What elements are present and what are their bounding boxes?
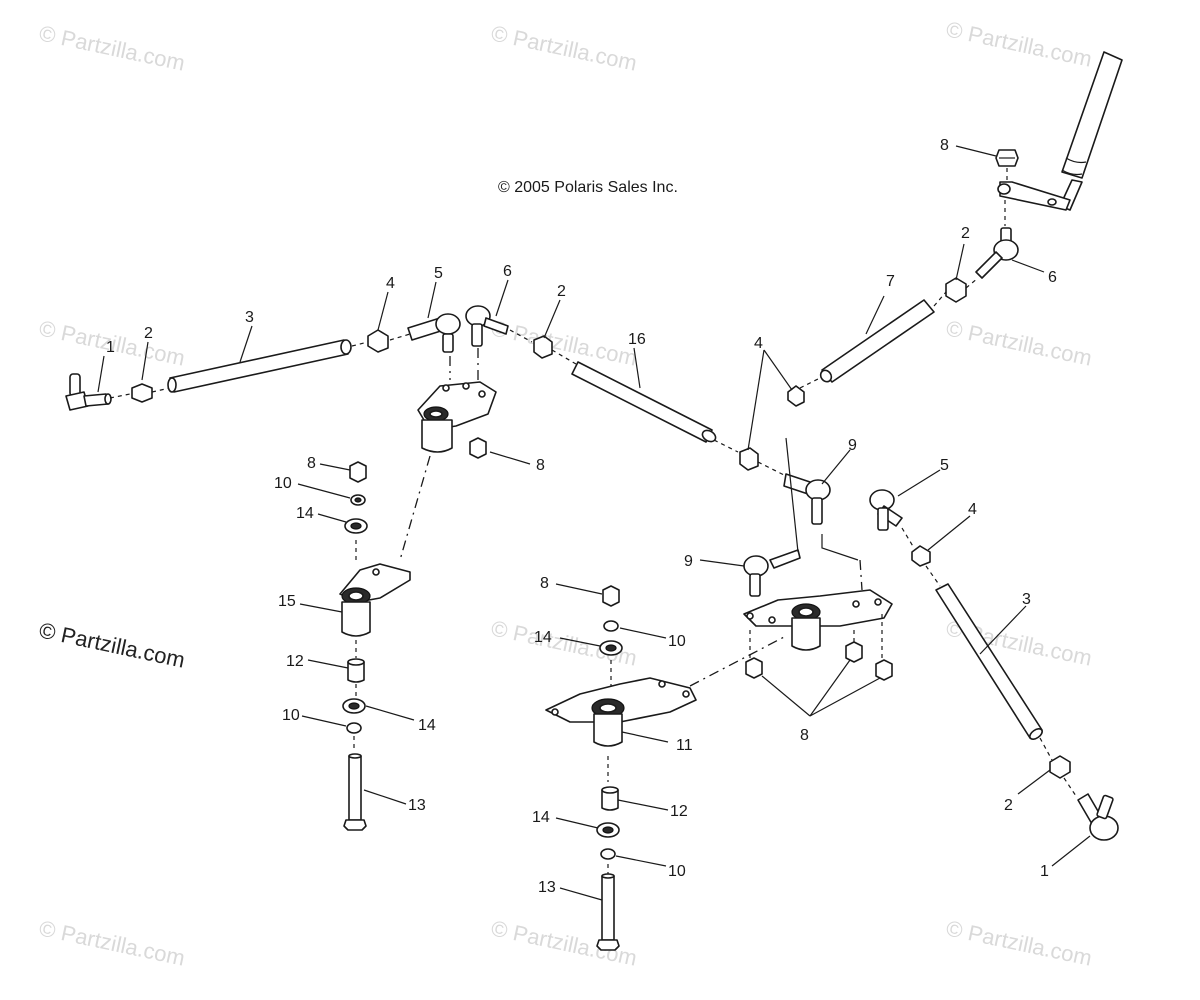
bolt [596,873,620,951]
callout-12: 12 [670,803,688,820]
callout-labels: 1 2 3 4 5 6 2 16 4 7 2 6 8 8 8 10 14 15 … [106,137,1057,896]
bushing-washer [596,822,620,838]
callout-6: 6 [503,263,512,280]
callout-3: 3 [245,309,254,326]
jam-nut [739,447,759,471]
callout-1: 1 [106,339,115,356]
callout-2: 2 [557,283,566,300]
spacer-tube [601,786,619,811]
lock-nut [845,641,863,663]
callout-15: 15 [278,593,296,610]
callout-14: 14 [418,717,436,734]
callout-1: 1 [1040,863,1049,880]
washer [600,848,616,860]
tie-rod-7 [819,299,935,383]
idler-arm-11 [545,677,697,747]
lock-nut [602,585,620,607]
callout-13: 13 [538,879,556,896]
bushing-washer [344,518,368,534]
callout-8: 8 [940,137,949,154]
callout-14: 14 [296,505,314,522]
callout-7: 7 [886,273,895,290]
watermark: © Partzilla.com [944,915,1094,970]
tie-rod-end-5-right [869,489,903,531]
callout-3: 3 [1022,591,1031,608]
jam-nut [1049,755,1071,779]
watermark: © Partzilla.com [944,16,1094,71]
callout-2: 2 [144,325,153,342]
callout-4: 4 [968,501,977,518]
watermark: © Partzilla.com [37,915,187,970]
washer [346,722,362,734]
jam-nut [533,335,553,359]
callout-8: 8 [800,727,809,744]
watermark: © Partzilla.com [489,315,639,370]
callout-16: 16 [628,331,646,348]
watermark: © Partzilla.com [489,20,639,75]
watermarks: © Partzilla.com © Partzilla.com © Partzi… [37,16,1094,970]
tie-rod-end-right [1077,793,1119,841]
jam-nut [787,385,805,407]
leader-lines [97,145,1091,901]
lock-nut [349,461,367,483]
pivot-arm-right [743,589,893,651]
callout-4: 4 [386,275,395,292]
callout-10: 10 [668,863,686,880]
callout-14: 14 [532,809,550,826]
pivot-arm-left-upper [417,381,497,453]
lock-nut [995,149,1019,167]
callout-5: 5 [434,265,443,282]
tie-rod-end-right-upper [975,227,1019,279]
callout-8: 8 [307,455,316,472]
callout-5: 5 [940,457,949,474]
callout-9: 9 [684,553,693,570]
lock-nut [745,657,763,679]
pivot-arm-15 [339,563,411,637]
callout-11: 11 [676,737,693,754]
washer [603,620,619,632]
washer [350,494,366,506]
jam-nut [131,383,153,403]
jam-nut [911,545,931,567]
callout-10: 10 [668,633,686,650]
lock-nut [875,659,893,681]
bushing-washer [599,640,623,656]
callout-9: 9 [848,437,857,454]
watermark-bold: © Partzilla.com [37,617,187,672]
callout-10: 10 [274,475,292,492]
callout-2: 2 [1004,797,1013,814]
callout-10: 10 [282,707,300,724]
tie-rod-3-right [935,583,1043,740]
watermark: © Partzilla.com [944,315,1094,370]
jam-nut [945,277,967,303]
tie-rod-end-6 [465,305,509,347]
tie-rod-end-left [65,373,112,411]
callout-8: 8 [540,575,549,592]
callout-8: 8 [536,457,545,474]
tie-rod-end-5 [407,313,461,353]
steering-shaft [997,51,1123,211]
tie-rod-end-9-lower [743,549,801,597]
callout-12: 12 [286,653,304,670]
tie-rod-3-left [167,339,352,393]
jam-nut [367,329,389,353]
tie-rod-16 [571,361,717,443]
callout-4: 4 [754,335,763,352]
spacer-tube [347,658,365,683]
callout-6: 6 [1048,269,1057,286]
bolt [343,753,367,831]
callout-2: 2 [961,225,970,242]
callout-14: 14 [534,629,552,646]
callout-13: 13 [408,797,426,814]
bushing-washer [342,698,366,714]
copyright-text: © 2005 Polaris Sales Inc. [498,179,678,196]
watermark: © Partzilla.com [37,20,187,75]
lock-nut [469,437,487,459]
